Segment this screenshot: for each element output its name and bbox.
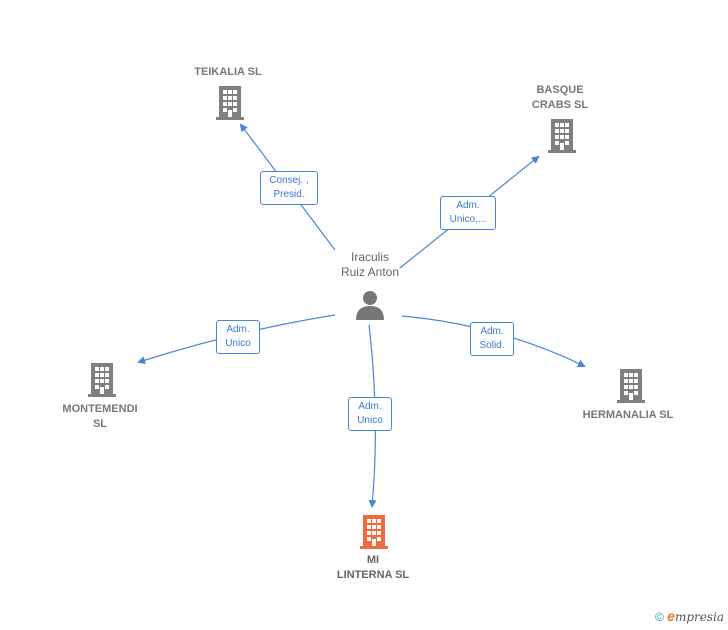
person-icon [356, 291, 384, 320]
company-montemendi[interactable]: MONTEMENDI SL [62, 403, 138, 430]
building-icon-teikalia [216, 86, 244, 120]
role-label-teikalia: Consej. , Presid. [260, 171, 318, 205]
person-name[interactable]: Iraculis Ruiz Anton [340, 250, 400, 279]
role-label-basque: Adm. Unico,... [440, 196, 496, 230]
role-label-montemendi: Adm. Unico [216, 320, 260, 354]
building-icon-linterna [360, 515, 388, 549]
role-label-linterna: Adm. Unico [348, 397, 392, 431]
building-icon-basque [548, 119, 576, 153]
footer-brand: © empresia [655, 608, 724, 624]
copyright-symbol: © [654, 610, 664, 624]
role-label-hermanalia: Adm. Solid. [470, 322, 514, 356]
company-basque-crabs[interactable]: BASQUE CRABS SL [531, 84, 589, 111]
building-icon-hermanalia [617, 369, 645, 403]
company-hermanalia[interactable]: HERMANALIA SL [582, 409, 674, 421]
brand-initial: e [667, 608, 675, 624]
brand-name: mpresia [674, 610, 724, 624]
building-icon-montemendi [88, 363, 116, 397]
company-mi-linterna[interactable]: MI LINTERNA SL [336, 554, 410, 581]
company-teikalia[interactable]: TEIKALIA SL [194, 66, 262, 78]
